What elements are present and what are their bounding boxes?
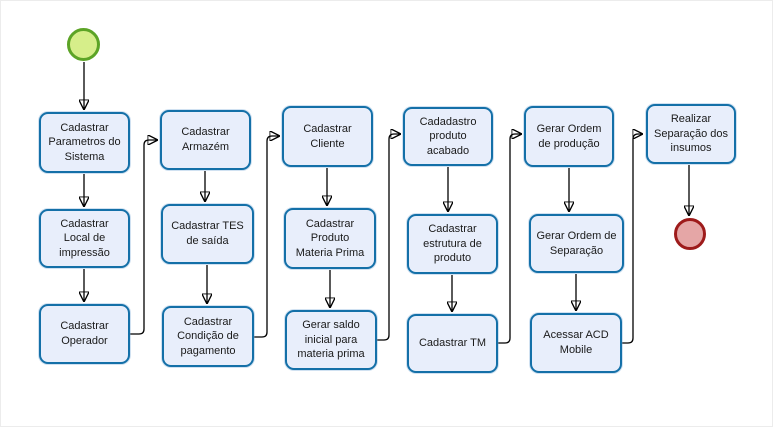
task-label: Gerar Ordem de produção: [536, 122, 602, 150]
end-event-circle: [674, 218, 706, 250]
connector-saldo-to-produto-acabado: [377, 134, 400, 341]
task-label: Cadastrar TES de saída: [171, 220, 244, 247]
task-label: Cadastrar Operador: [60, 320, 109, 347]
task-label: Cadastrar Local de impressão: [59, 217, 110, 259]
task-node-gerar-ordem-producao: Gerar Ordem de produção: [524, 106, 614, 167]
task-node-gerar-saldo-inicial: Gerar saldo inicial para materia prima: [285, 310, 377, 370]
task-node-realizar-separacao-insumos: Realizar Separação dos insumos: [646, 104, 736, 164]
connector-condicao-to-cliente: [254, 136, 279, 338]
task-node-cadastrar-parametros-sistema: Cadastrar Parametros do Sistema: [39, 112, 130, 173]
task-node-gerar-ordem-separacao: Gerar Ordem de Separação: [529, 214, 624, 273]
task-node-cadastrar-local-impressao: Cadastrar Local de impressão: [39, 209, 130, 268]
task-label: Cadadastro produto acabado: [419, 115, 477, 157]
task-node-cadastrar-tm: Cadastrar TM: [407, 314, 498, 373]
task-label: Acessar ACD Mobile: [543, 329, 609, 356]
task-node-cadastrar-condicao-pagamento: Cadastrar Condição de pagamento: [162, 306, 254, 367]
task-label: Cadastrar Armazém: [181, 126, 230, 153]
task-node-cadastrar-tes-saida: Cadastrar TES de saída: [161, 204, 254, 264]
task-node-cadastrar-armazem: Cadastrar Armazém: [160, 110, 251, 170]
start-event-circle: [67, 28, 100, 61]
task-node-cadastrar-produto-materia-prima: Cadastrar Produto Materia Prima: [284, 208, 376, 269]
task-label: Cadastrar Produto Materia Prima: [295, 217, 365, 259]
task-label: Cadastrar Parametros do Sistema: [48, 121, 121, 163]
task-node-cadastro-produto-acabado: Cadadastro produto acabado: [403, 107, 493, 166]
task-node-acessar-acd-mobile: Acessar ACD Mobile: [530, 313, 622, 373]
task-label: Gerar Ordem de Separação: [536, 229, 617, 257]
task-label: Cadastrar estrutura de produto: [423, 223, 482, 265]
task-node-cadastrar-operador: Cadastrar Operador: [39, 304, 130, 364]
task-label: Cadastrar TM: [418, 337, 487, 350]
task-label: Gerar saldo inicial para materia prima: [297, 319, 365, 361]
task-label: Realizar Separação dos insumos: [654, 113, 728, 155]
task-node-cadastrar-cliente: Cadastrar Cliente: [282, 106, 373, 167]
connector-operador-to-armazem: [130, 140, 157, 335]
task-label: Cadastrar Condição de pagamento: [177, 315, 239, 357]
connector-tm-to-ordem-producao: [498, 134, 521, 344]
task-node-cadastrar-estrutura-produto: Cadastrar estrutura de produto: [407, 214, 498, 274]
task-label: Cadastrar Cliente: [303, 122, 352, 150]
connector-acd-to-realizar: [622, 134, 642, 344]
